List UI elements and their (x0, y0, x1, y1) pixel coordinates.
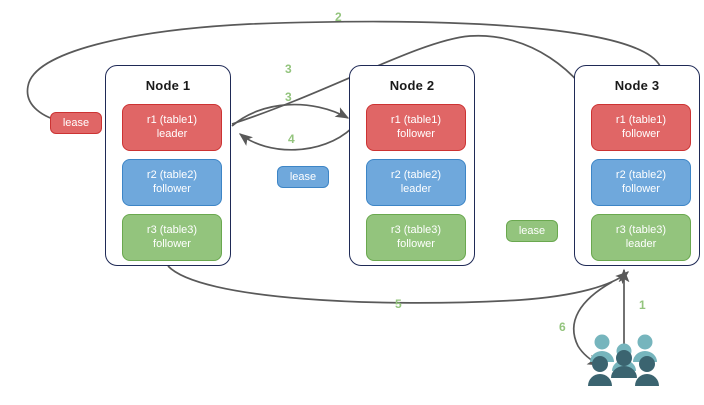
replica-r1[interactable]: r1 (table1) follower (366, 104, 466, 151)
step-label-6: 6 (559, 320, 566, 334)
replica-name: r3 (table3) (615, 224, 667, 236)
replica-role: follower (622, 182, 660, 195)
node-title: Node 1 (145, 78, 191, 93)
replica-name: r3 (table3) (390, 224, 442, 236)
node-card-node-1[interactable]: Node 1 r1 (table1) leader r2 (table2) fo… (105, 65, 231, 266)
replica-name: r3 (table3) (146, 224, 198, 236)
replica-r3[interactable]: r3 (table3) leader (591, 214, 691, 261)
lease-chip-r1[interactable]: lease (50, 112, 102, 134)
replica-role: leader (156, 127, 188, 140)
replica-r3[interactable]: r3 (table3) follower (366, 214, 466, 261)
replica-r2[interactable]: r2 (table2) leader (366, 159, 466, 206)
step-label-3b: 3 (285, 90, 292, 104)
replica-r3[interactable]: r3 (table3) follower (122, 214, 222, 261)
node-card-node-3[interactable]: Node 3 r1 (table1) follower r2 (table2) … (574, 65, 700, 266)
edge-step-4 (238, 127, 353, 151)
replica-r1[interactable]: r1 (table1) follower (591, 104, 691, 151)
replica-role: follower (397, 127, 435, 140)
replica-role: follower (622, 127, 660, 140)
step-label-4: 4 (288, 132, 295, 146)
replica-name: r2 (table2) (146, 169, 198, 181)
node-card-node-2[interactable]: Node 2 r1 (table1) follower r2 (table2) … (349, 65, 475, 266)
lease-chip-r3[interactable]: lease (506, 220, 558, 242)
replica-role: follower (153, 182, 191, 195)
replica-r1[interactable]: r1 (table1) leader (122, 104, 222, 151)
replica-role: follower (153, 237, 191, 250)
replica-role: follower (397, 237, 435, 250)
replica-role: leader (400, 182, 432, 195)
replica-name: r1 (table1) (615, 114, 667, 126)
replica-r2[interactable]: r2 (table2) follower (122, 159, 222, 206)
replica-r2[interactable]: r2 (table2) follower (591, 159, 691, 206)
replica-role: leader (625, 237, 657, 250)
step-label-3a: 3 (285, 62, 292, 76)
node-title: Node 3 (614, 78, 660, 93)
replica-name: r1 (table1) (146, 114, 198, 126)
step-label-5: 5 (395, 297, 402, 311)
replica-name: r2 (table2) (615, 169, 667, 181)
users-icon (588, 334, 659, 386)
replica-name: r1 (table1) (390, 114, 442, 126)
step-label-1: 1 (639, 298, 646, 312)
lease-chip-r2[interactable]: lease (277, 166, 329, 188)
node-title: Node 2 (389, 78, 435, 93)
step-label-2: 2 (335, 10, 342, 24)
edge-step-3-short (231, 103, 350, 127)
replica-name: r2 (table2) (390, 169, 442, 181)
